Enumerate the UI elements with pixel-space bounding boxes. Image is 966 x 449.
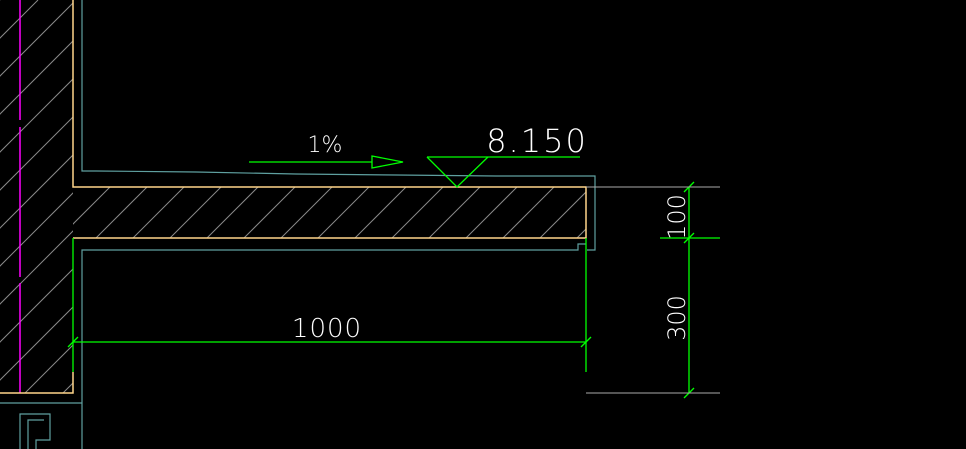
hatch-line xyxy=(465,187,518,238)
hatch-line xyxy=(95,187,148,238)
slope-arrow xyxy=(249,155,404,169)
hatch-line xyxy=(576,228,586,238)
slope-label: 1% xyxy=(308,133,343,158)
hatch-line xyxy=(0,154,73,229)
drop-dimension-label: 300 xyxy=(663,295,691,341)
slab-hatch xyxy=(73,187,586,238)
hatch-line xyxy=(73,187,111,225)
hatch-line xyxy=(317,187,370,238)
hatch-line xyxy=(0,78,73,153)
hatch-line xyxy=(0,306,73,381)
hatch-line xyxy=(428,187,481,238)
hatch-line xyxy=(391,187,444,238)
dimension-lines xyxy=(67,181,720,399)
slab-thickness-label: 100 xyxy=(663,194,691,240)
hatch-line xyxy=(0,40,73,115)
hatch-line xyxy=(0,268,73,343)
extension-lines xyxy=(586,186,720,394)
hatch-line xyxy=(0,2,73,77)
hatch-line xyxy=(354,187,407,238)
finish-lines xyxy=(0,0,596,449)
hatch-line xyxy=(0,0,39,39)
hatch-line xyxy=(539,191,586,238)
width-dimension-label: 1000 xyxy=(292,314,362,344)
hatch-line xyxy=(0,192,73,267)
hatch-line xyxy=(73,187,74,188)
elevation-label: 8.150 xyxy=(486,122,588,160)
hatch-line xyxy=(243,187,296,238)
hatch-line xyxy=(206,187,259,238)
hatch-line xyxy=(280,187,333,238)
hatch-line xyxy=(132,187,185,238)
hatch-line xyxy=(502,187,555,238)
hatch-line xyxy=(0,116,73,191)
wall-hatch xyxy=(0,0,73,393)
elevation-symbol xyxy=(426,156,580,188)
hatch-line xyxy=(169,187,222,238)
